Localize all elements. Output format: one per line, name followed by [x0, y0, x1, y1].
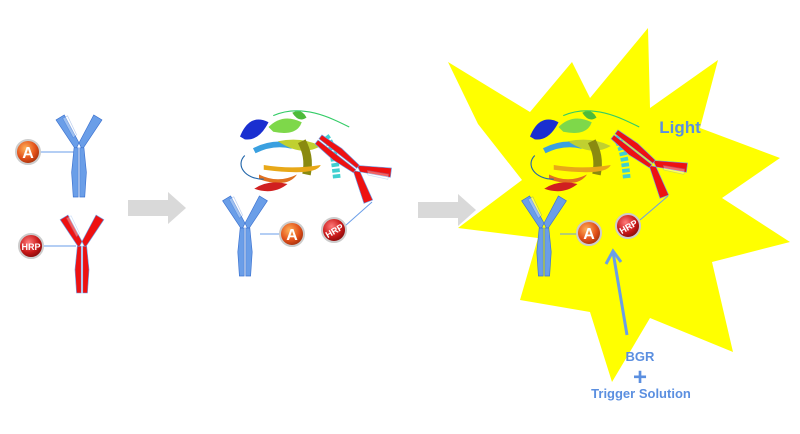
- complex-group: A HRP: [222, 111, 396, 277]
- light-label: Light: [659, 118, 701, 137]
- linker-line: [639, 195, 669, 221]
- complex-group-lit: A HRP: [521, 111, 692, 277]
- a-tag-badge: [576, 220, 602, 246]
- protein-structure: [240, 111, 349, 191]
- plus-sign: +: [633, 364, 647, 391]
- step-arrow-1: [128, 192, 186, 224]
- trigger-solution-label: Trigger Solution: [591, 386, 691, 401]
- blue-antibody: [55, 114, 103, 198]
- bgr-label: BGR: [626, 349, 656, 364]
- a-tag-badge: [279, 221, 305, 247]
- hrp-tag-badge: [18, 233, 44, 259]
- substrate-arrow: [604, 248, 629, 336]
- free-antibody-a-group: A: [15, 114, 103, 198]
- blue-antibody: [222, 195, 268, 277]
- hrp-tag-badge: [321, 217, 347, 243]
- a-tag-badge: [15, 139, 41, 165]
- red-antibody: [304, 121, 396, 207]
- a-tag-label: A: [583, 226, 595, 243]
- red-antibody: [59, 214, 105, 294]
- step-arrow-2: [418, 194, 476, 226]
- linker-line: [344, 201, 373, 227]
- hrp-tag-badge: [615, 213, 641, 239]
- light-burst: [448, 28, 790, 382]
- a-tag-label: A: [22, 145, 34, 162]
- free-antibody-hrp-group: HRP: [18, 214, 105, 294]
- hrp-tag-label: HRP: [21, 242, 40, 252]
- a-tag-label: A: [286, 227, 298, 244]
